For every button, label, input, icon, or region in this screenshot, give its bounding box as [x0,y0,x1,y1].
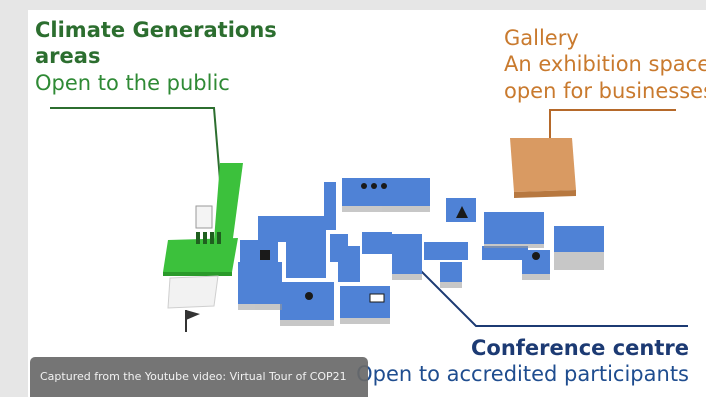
conference-centre-shadows [238,206,604,326]
climate-generations-label: Climate Generations areas Open to the pu… [35,17,277,96]
venue-map [50,107,688,332]
climate-generations-area [163,163,243,332]
gallery-line-1: An exhibition space [504,52,706,77]
conference-leader-line [399,249,688,327]
conference-centre-subtitle: Open to accredited participants [356,362,689,387]
climate-generations-title: Climate Generations areas [35,18,277,69]
conference-centre-title: Conference centre [471,336,689,360]
map-frame: Climate Generations areas Open to the pu… [28,10,706,397]
video-caption: Captured from the Youtube video: Virtual… [30,357,368,397]
building-pictograms [260,183,540,303]
climate-leader-line [50,107,221,181]
gallery-line-2: open for businesses [504,78,706,103]
gallery-label: Gallery An exhibition space open for bus… [504,25,706,104]
conference-centre-label: Conference centre Open to accredited par… [356,335,689,388]
conference-centre-buildings [238,178,604,320]
climate-generations-subtitle: Open to the public [35,70,230,95]
gallery-title: Gallery [504,26,579,50]
gallery-building [510,138,576,198]
